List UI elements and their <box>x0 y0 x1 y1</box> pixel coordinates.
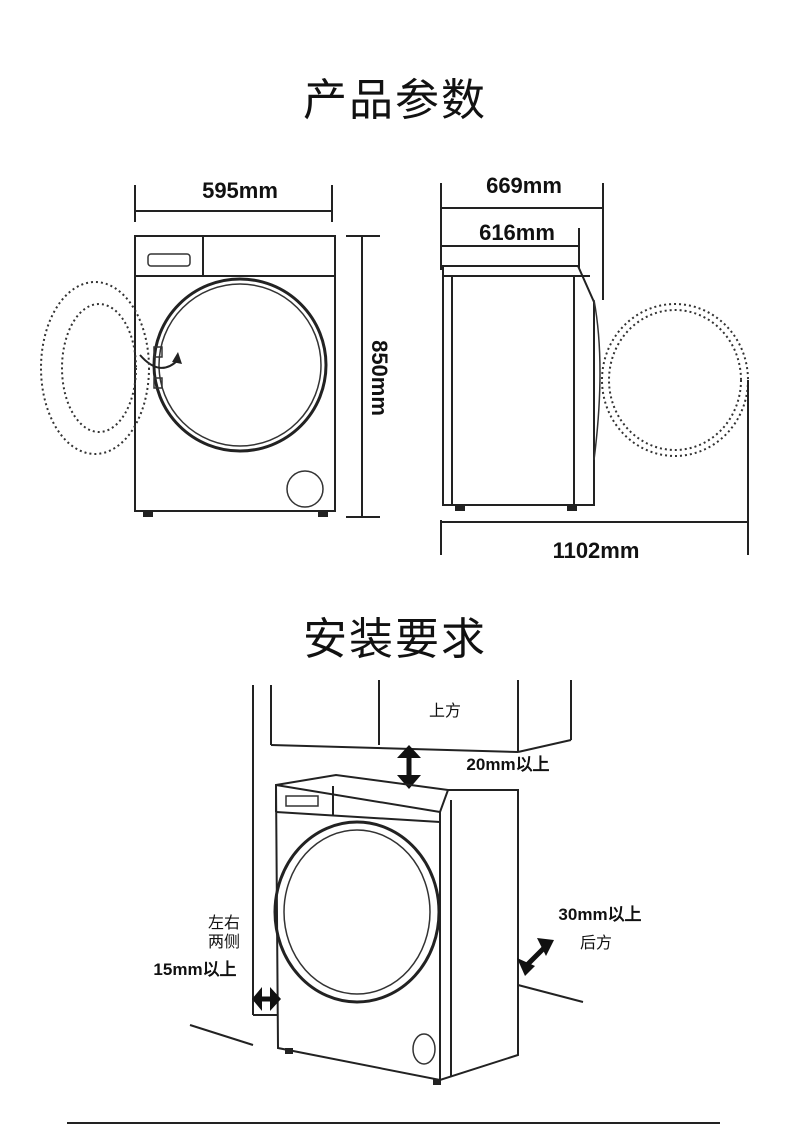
front-display-panel <box>147 253 191 267</box>
sides-label-line1: 左右 <box>208 913 240 932</box>
top-label: 上方 <box>429 701 461 720</box>
sides-clearance-label: 15mm以上 <box>153 960 236 979</box>
top-clearance-arrow <box>397 745 421 789</box>
back-label: 后方 <box>580 933 612 952</box>
install-display-panel <box>285 795 319 807</box>
install-door <box>273 820 441 1004</box>
side-body <box>442 265 595 506</box>
install-view: 上方 20mm以上 <box>153 680 642 1085</box>
back-clearance-label: 30mm以上 <box>558 905 641 924</box>
side-view: 669mm 616mm 1102mm <box>440 173 749 563</box>
side-depth-open-label: 1102mm <box>553 538 640 563</box>
front-view: 595mm 8 <box>40 178 392 518</box>
front-drain-cap <box>286 470 324 508</box>
front-width-label: 595mm <box>202 178 278 203</box>
side-depth-total-label: 669mm <box>486 173 562 198</box>
front-body <box>134 235 336 512</box>
install-machine-body <box>274 773 519 1082</box>
side-depth-body-label: 616mm <box>479 220 555 245</box>
front-height-label: 850mm <box>367 340 392 416</box>
sides-label-line2: 两侧 <box>208 932 240 951</box>
back-clearance-arrow <box>517 938 554 976</box>
install-requirements-title: 安装要求 <box>303 614 487 665</box>
side-clearance-arrow <box>252 987 281 1011</box>
product-params-title: 产品参数 <box>303 75 487 126</box>
top-clearance-label: 20mm以上 <box>466 755 549 774</box>
front-door <box>152 277 328 453</box>
